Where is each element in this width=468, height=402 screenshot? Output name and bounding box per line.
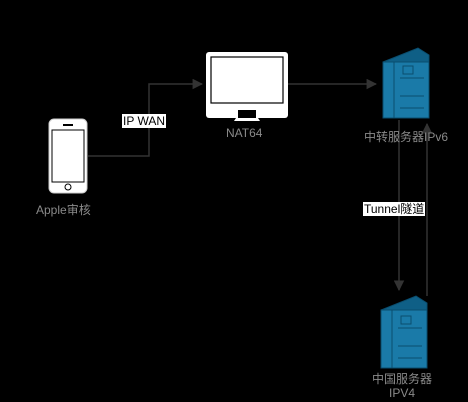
relay-server-label: 中转服务器IPv6 [364,130,449,144]
china-server-icon [380,295,428,369]
edge-label-tunnel: Tunnel隧道 [363,202,426,216]
smartphone-icon [48,118,88,194]
nat64-label: NAT64 [226,126,263,140]
phone-label: Apple审核 [36,203,91,217]
china-server-label-line1: 中国服务器 [372,372,433,386]
monitor-icon [206,52,288,121]
relay-server-icon [382,47,430,119]
edge-label-ip-wan: IP WAN [122,114,167,128]
china-server-label-line2: IPV4 [389,386,416,400]
